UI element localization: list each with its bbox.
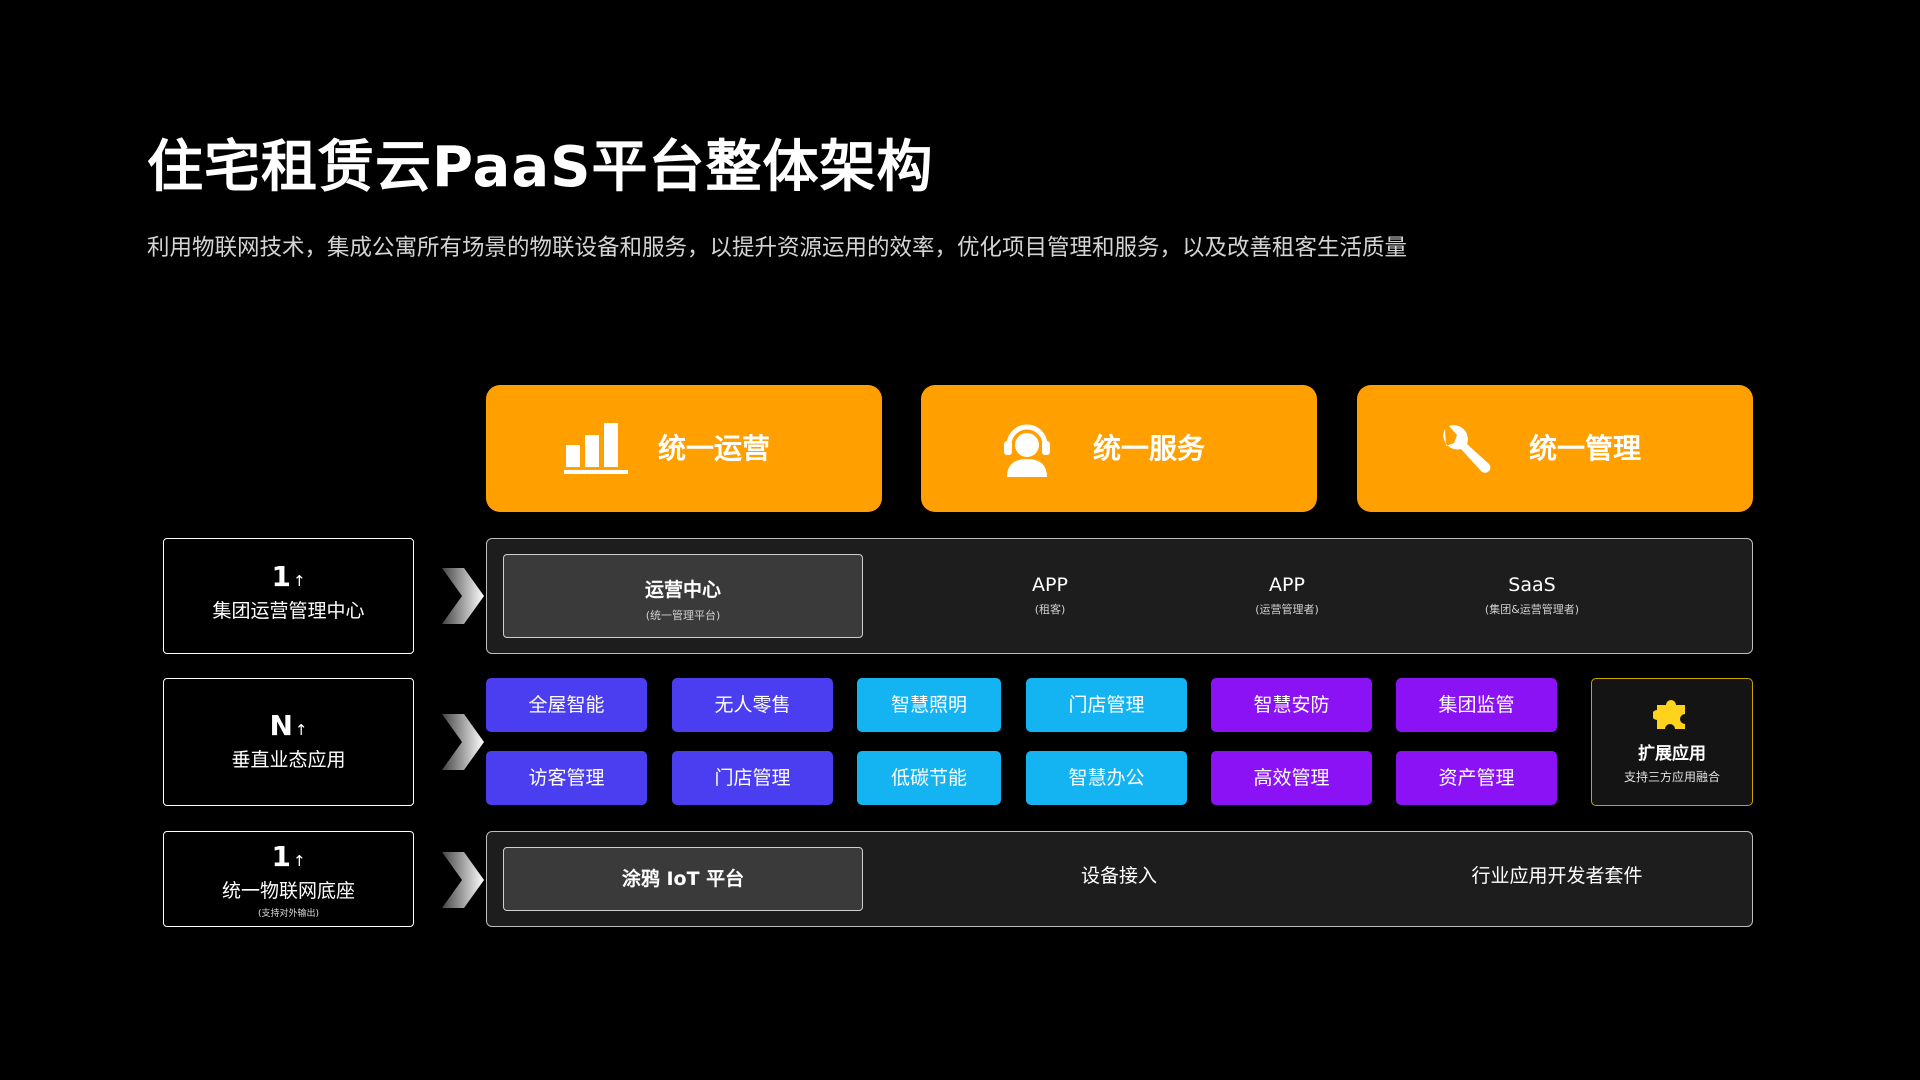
bar-chart-icon (564, 423, 628, 474)
row-center-box: 运营中心 (统一管理平台) APP (租客) APP (运营管理者) SaaS … (486, 538, 1753, 654)
chevron-right-icon (442, 714, 484, 770)
card-label: 统一服务 (1093, 432, 1206, 465)
headset-user-icon (1004, 424, 1050, 477)
highlight-operation-center: 运营中心 (统一管理平台) (503, 554, 863, 638)
item-subtitle: (集团&运营管理者) (1484, 603, 1580, 616)
item-title: SaaS (1508, 574, 1556, 596)
row-count: 1↑ (271, 840, 306, 873)
app-tile[interactable]: 门店管理 (1026, 678, 1187, 732)
page-subtitle: 利用物联网技术，集成公寓所有场景的物联设备和服务，以提升资源运用的效率，优化项目… (147, 235, 1408, 261)
row-count: 1↑ (271, 560, 306, 593)
card-unified-operation: 统一运营 (486, 385, 882, 512)
item-subtitle: (运营管理者) (1255, 603, 1319, 616)
row-label-apps: N↑ 垂直业态应用 (163, 678, 414, 806)
extension-subtitle: 支持三方应用融合 (1623, 770, 1720, 784)
row-count: N↑ (269, 709, 308, 742)
app-tile[interactable]: 全屋智能 (486, 678, 647, 732)
app-tile[interactable]: 访客管理 (486, 751, 647, 805)
item-title: 运营中心 (644, 579, 721, 601)
app-tile[interactable]: 智慧安防 (1211, 678, 1372, 732)
highlight-tuya-iot: 涂鸦 IoT 平台 (503, 847, 863, 911)
row-label: 统一物联网底座 (221, 880, 355, 902)
chevron-right-icon (442, 568, 484, 624)
item-subtitle: (租客) (1034, 603, 1066, 616)
item-title: APP (1269, 574, 1305, 596)
item-title: APP (1032, 574, 1068, 596)
app-tile[interactable]: 集团监管 (1396, 678, 1557, 732)
puzzle-icon (1653, 700, 1685, 729)
card-label: 统一管理 (1529, 432, 1642, 465)
extension-apps-box[interactable]: 扩展应用 支持三方应用融合 (1591, 678, 1753, 806)
row-sublabel: (支持对外输出) (257, 909, 320, 919)
app-tile[interactable]: 无人零售 (672, 678, 833, 732)
row-base-box: 涂鸦 IoT 平台 设备接入 行业应用开发者套件 (486, 831, 1753, 927)
app-tile[interactable]: 智慧办公 (1026, 751, 1187, 805)
item-app-manager: APP (运营管理者) (1255, 574, 1319, 617)
item-subtitle: (统一管理平台) (645, 609, 721, 622)
item-saas: SaaS (集团&运营管理者) (1485, 574, 1579, 617)
app-tile[interactable]: 门店管理 (672, 751, 833, 805)
row-label-center: 1↑ 集团运营管理中心 (163, 538, 414, 654)
chevron-right-icon (442, 852, 484, 908)
card-unified-service: 统一服务 (921, 385, 1317, 512)
app-tile[interactable]: 资产管理 (1396, 751, 1557, 805)
row-label-base: 1↑ 统一物联网底座 (支持对外输出) (163, 831, 414, 927)
row-label: 集团运营管理中心 (212, 600, 365, 622)
wrench-icon (1443, 425, 1491, 473)
item-app-tenant: APP (租客) (1032, 574, 1068, 617)
card-unified-management: 统一管理 (1357, 385, 1753, 512)
app-tile[interactable]: 低碳节能 (857, 751, 1001, 805)
item-developer-kit: 行业应用开发者套件 (1471, 865, 1643, 887)
item-device-access: 设备接入 (1080, 865, 1158, 887)
page-title: 住宅租赁云PaaS平台整体架构 (147, 135, 934, 200)
card-label: 统一运营 (658, 432, 771, 465)
app-tile[interactable]: 智慧照明 (857, 678, 1001, 732)
extension-title: 扩展应用 (1638, 744, 1706, 764)
row-label: 垂直业态应用 (231, 749, 346, 771)
app-tile[interactable]: 高效管理 (1211, 751, 1372, 805)
